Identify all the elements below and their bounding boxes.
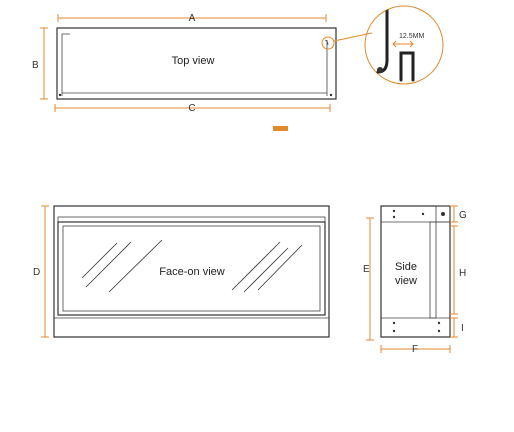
glass-reflection-4: [231, 241, 281, 291]
detail-leader-line: [333, 32, 373, 42]
accent-bar: [273, 126, 288, 131]
glass-reflection-3: [108, 239, 163, 293]
dimension-d-label: D: [33, 267, 40, 278]
face-on-outline: [53, 205, 330, 338]
dimension-g-label: G: [459, 210, 467, 221]
glass-reflection-5: [243, 247, 289, 293]
side-view-top-bracket: [435, 205, 451, 223]
top-view-outline: [56, 27, 337, 100]
side-view-screw-3: [421, 212, 425, 216]
face-on-view-label: Face-on view: [159, 266, 224, 278]
dimension-c-label: C: [188, 103, 195, 114]
dimension-f-label: F: [412, 344, 418, 355]
detail-marker-circle: [321, 36, 335, 50]
side-view-screw-5: [392, 321, 396, 325]
detail-gap-arrowhead-left: [392, 40, 397, 48]
glass-reflection-1: [81, 242, 118, 279]
side-view-outline: [380, 205, 451, 338]
side-view-screw-1: [392, 209, 396, 213]
side-view-screw-2: [392, 215, 396, 219]
side-view-screw-7: [437, 321, 441, 325]
side-view-screw-8: [437, 329, 441, 333]
detail-end-dot: [377, 67, 383, 73]
detail-frame-profile: [399, 51, 415, 82]
side-view-label-line2: view: [395, 275, 417, 287]
detail-gap-arrowhead-right: [409, 40, 414, 48]
detail-marker-hook: [324, 39, 329, 46]
glass-reflection-2: [85, 241, 132, 288]
face-on-glass-panel: [57, 221, 326, 316]
detail-zoom: 12.5MM: [364, 5, 444, 85]
top-view-label: Top view: [172, 55, 215, 67]
glass-reflection-6: [257, 244, 303, 291]
face-on-glass-inner: [62, 225, 321, 312]
dimension-e-label: E: [363, 264, 370, 275]
top-view-inner-left: [61, 33, 70, 96]
face-on-top-trim: [57, 216, 326, 223]
side-view-glass-edge: [429, 221, 437, 319]
dimension-a-label: A: [189, 13, 196, 24]
dimension-h-label: H: [459, 268, 466, 279]
top-view: A B Top view C: [32, 13, 373, 114]
top-view-corner-dot-left: [58, 93, 62, 97]
dimension-b-label: B: [32, 60, 39, 71]
top-view-corner-dot-right: [329, 93, 333, 97]
side-view-screw-6: [392, 329, 396, 333]
detail-zoom-circle: [364, 5, 444, 85]
detail-gap-label: 12.5MM: [399, 33, 424, 40]
side-view: E Side view G H I: [363, 205, 467, 355]
dimension-i-label: I: [461, 323, 464, 334]
side-view-label-line1: Side: [395, 261, 417, 273]
face-on-view: D Face-on view: [33, 205, 330, 338]
side-view-screw-4: [441, 212, 445, 216]
